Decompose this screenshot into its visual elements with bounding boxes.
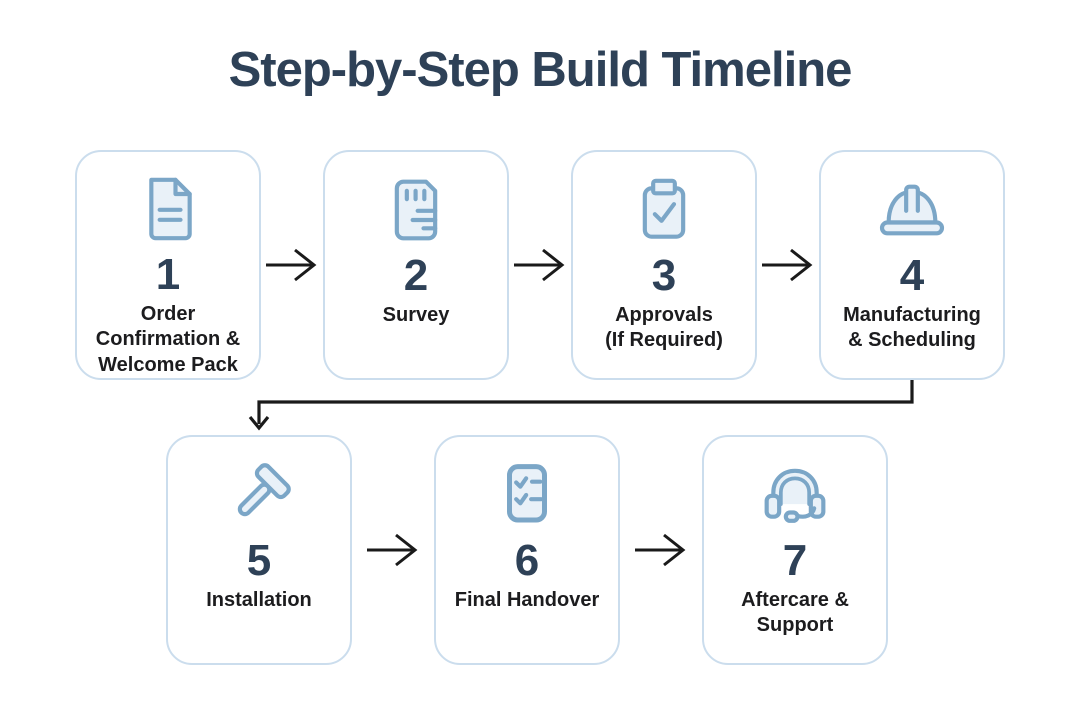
step-number: 5 (246, 536, 272, 585)
headset-icon (754, 453, 836, 537)
step-number: 2 (403, 251, 429, 300)
arrow-right-icon (266, 248, 317, 282)
checklist-icon (486, 453, 568, 537)
hammer-icon (218, 453, 300, 537)
step-label: Order Confirmation & Welcome Pack (95, 302, 241, 376)
document-icon (127, 168, 209, 251)
step-card-1: 1 Order Confirmation & Welcome Pack (75, 150, 261, 380)
step-card-4: 4 Manufacturing & Scheduling (819, 150, 1005, 380)
clipboard-check-icon (623, 168, 705, 252)
step-card-6: 6 Final Handover (434, 435, 620, 665)
step-number: 6 (514, 536, 540, 585)
step-card-5: 5 Installation (166, 435, 352, 665)
step-card-2: 2 Survey (323, 150, 509, 380)
step-card-7: 7 Aftercare & Support (702, 435, 888, 665)
arrow-right-icon (635, 533, 686, 567)
step-label: Installation (206, 589, 312, 611)
arrow-right-icon (367, 533, 418, 567)
step-number: 4 (899, 251, 925, 300)
step-label: Aftercare & Support (741, 589, 849, 637)
hardhat-icon (871, 168, 953, 252)
step-label: Approvals (If Required) (605, 304, 723, 352)
page-title: Step-by-Step Build Timeline (228, 43, 853, 97)
arrow-right-icon (514, 248, 565, 282)
step-label: Survey (382, 304, 450, 326)
survey-ruler-icon (375, 168, 457, 252)
step-label: Manufacturing & Scheduling (843, 304, 981, 352)
step-label: Final Handover (454, 589, 600, 611)
step-card-3: 3 Approvals (If Required) (571, 150, 757, 380)
step-number: 3 (651, 251, 677, 300)
step-number: 1 (155, 249, 181, 299)
step-number: 7 (782, 536, 808, 585)
arrow-right-icon (762, 248, 813, 282)
